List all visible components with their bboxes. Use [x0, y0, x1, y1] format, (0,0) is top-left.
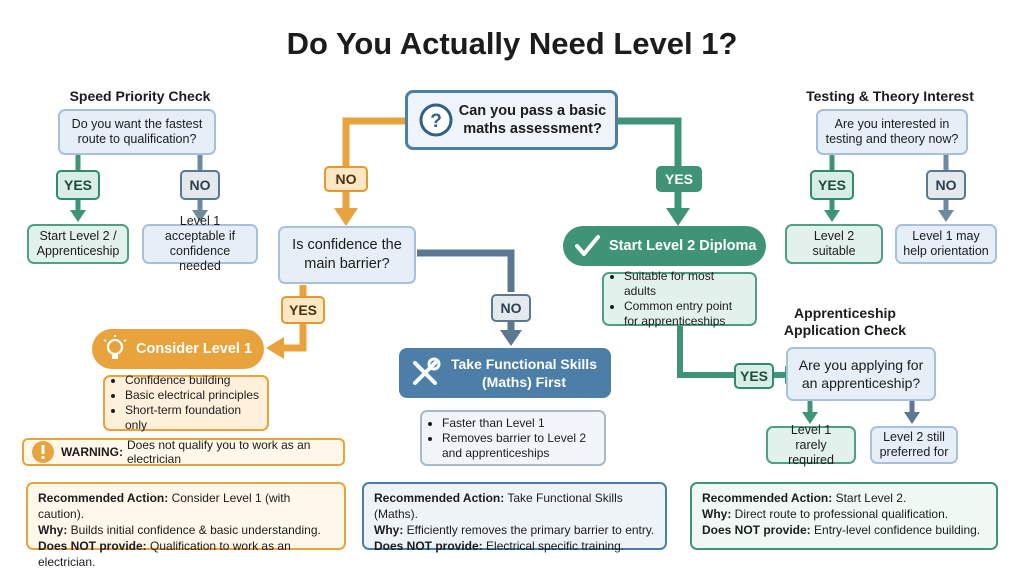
apprentice-right-result: Level 2 still preferred for	[870, 426, 958, 464]
svg-text:?: ?	[430, 111, 442, 132]
page-title: Do You Actually Need Level 1?	[286, 26, 738, 61]
confidence-question: Is confidence the main barrier?	[278, 226, 416, 284]
speed-question: Do you want the fastest route to qualifi…	[58, 109, 216, 155]
why-label: Why:	[702, 507, 732, 521]
apprentice-yes-tag: YES	[734, 363, 774, 389]
main-question-text: Can you pass a basic maths assessment?	[458, 103, 607, 137]
level1-warning: WARNING: Does not qualify you to work as…	[22, 438, 345, 466]
main-question-box: ? Can you pass a basic maths assessment?	[405, 90, 618, 150]
rec-text: Take Functional Skills (Maths).	[374, 491, 623, 521]
not-label: Does NOT provide:	[374, 539, 483, 553]
not-text: Qualification to work as an electrician.	[38, 539, 291, 569]
apprentice-heading: Apprenticeship Application Check	[783, 305, 907, 338]
level1-bullets: Confidence building Basic electrical pri…	[103, 373, 269, 433]
functional-recommendation: Recommended Action: Take Functional Skil…	[362, 482, 667, 553]
not-text: Entry-level confidence building.	[814, 523, 981, 537]
level1-bullet: Confidence building	[125, 373, 261, 388]
apprentice-question: Are you applying for an apprenticeship?	[786, 347, 936, 401]
testing-no-tag: NO	[926, 170, 966, 200]
checkmark-icon	[575, 235, 600, 256]
functional-header: Take Functional Skills (Maths) First	[399, 348, 611, 398]
warning-icon	[32, 441, 54, 463]
main-yes-tag: YES	[656, 166, 702, 192]
apprentice-left-result: Level 1 rarely required	[766, 423, 856, 467]
level2-header: Start Level 2 Diploma	[563, 226, 766, 266]
not-label: Does NOT provide:	[702, 523, 811, 537]
testing-question: Are you interested in testing and theory…	[816, 109, 968, 155]
level1-bullet: Basic electrical principles	[125, 388, 261, 403]
level1-bullet: Short-term foundation only	[125, 403, 261, 433]
rec-text: Start Level 2.	[835, 491, 907, 505]
level2-bullets: Suitable for most adults Common entry po…	[602, 269, 757, 329]
functional-bullet: Removes barrier to Level 2 and apprentic…	[442, 431, 598, 461]
why-text: Builds initial confidence & basic unders…	[70, 523, 321, 537]
testing-heading: Testing & Theory Interest	[806, 88, 974, 104]
lightbulb-icon	[103, 335, 127, 359]
why-label: Why:	[38, 523, 68, 537]
not-text: Electrical specific training.	[486, 539, 625, 553]
level1-header: Consider Level 1	[92, 329, 264, 369]
not-label: Does NOT provide:	[38, 539, 147, 553]
speed-no-tag: NO	[180, 170, 220, 200]
confidence-no-tag: NO	[491, 294, 531, 322]
level2-bullet: Common entry point for apprenticeships	[624, 299, 749, 329]
testing-no-result: Level 1 may help orientation	[895, 224, 997, 264]
main-no-tag: NO	[324, 166, 368, 192]
question-icon: ?	[419, 103, 453, 137]
why-text: Direct route to professional qualificati…	[734, 507, 949, 521]
rec-label: Recommended Action:	[38, 491, 169, 505]
speed-yes-tag: YES	[56, 170, 100, 200]
level2-bullet: Suitable for most adults	[624, 269, 749, 299]
testing-arrows	[824, 155, 954, 222]
level1-title: Consider Level 1	[136, 341, 253, 357]
warning-text: Does not qualify you to work as an elect…	[127, 438, 311, 466]
tools-icon	[413, 357, 441, 385]
testing-yes-tag: YES	[810, 170, 854, 200]
speed-heading: Speed Priority Check	[69, 88, 211, 104]
level1-recommendation: Recommended Action: Consider Level 1 (wi…	[26, 482, 346, 569]
rec-text: Consider Level 1 (with caution).	[38, 491, 291, 521]
speed-arrows	[70, 155, 208, 222]
functional-bullet: Faster than Level 1	[442, 416, 598, 431]
speed-yes-result: Start Level 2 / Apprenticeship	[27, 224, 129, 264]
why-text: Efficiently removes the primary barrier …	[406, 523, 655, 537]
why-label: Why:	[374, 523, 404, 537]
warning-label: WARNING:	[61, 445, 123, 459]
rec-label: Recommended Action:	[702, 491, 833, 505]
functional-title: Take Functional Skills (Maths) First	[450, 356, 597, 390]
rec-label: Recommended Action:	[374, 491, 505, 505]
confidence-yes-tag: YES	[281, 296, 325, 324]
level2-title: Start Level 2 Diploma	[609, 238, 757, 254]
functional-bullets: Faster than Level 1 Removes barrier to L…	[420, 410, 606, 466]
level2-recommendation: Recommended Action: Start Level 2. Why: …	[690, 482, 998, 550]
testing-yes-result: Level 2 suitable	[785, 224, 883, 264]
speed-no-result: Level 1 acceptable if confidence needed	[142, 214, 258, 273]
